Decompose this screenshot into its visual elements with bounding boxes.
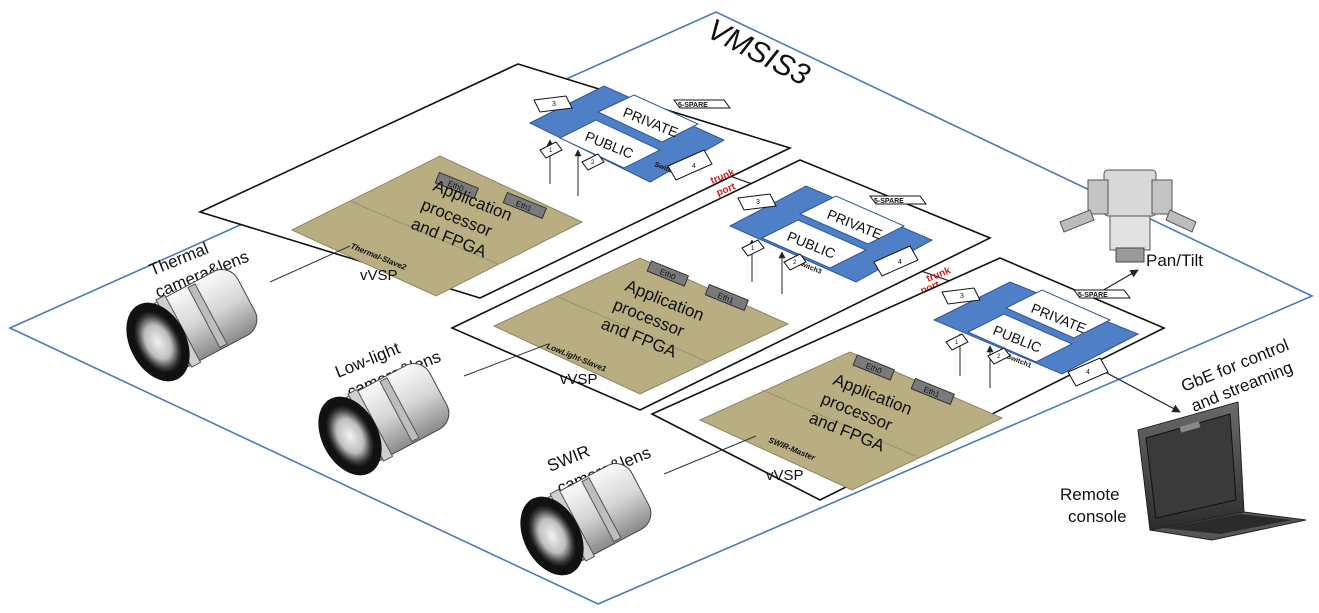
svg-text:4: 4 [692, 163, 696, 170]
svg-text:3: 3 [960, 293, 964, 300]
svg-text:4: 4 [1086, 369, 1090, 376]
svg-text:4: 4 [898, 259, 902, 266]
remote-console-line-2: console [1068, 507, 1127, 526]
camera-cable [270, 246, 350, 282]
board-label: vVSP [766, 467, 804, 484]
remote-console-line-1: Remote [1060, 485, 1120, 504]
svg-text:5-SPARE: 5-SPARE [678, 102, 708, 109]
system-title: VMSIS3 [702, 13, 815, 93]
svg-text:3: 3 [756, 199, 760, 206]
board-label: vVSP [560, 371, 598, 388]
pan-tilt-label: Pan/Tilt [1146, 251, 1203, 270]
svg-text:5-SPARE: 5-SPARE [874, 198, 904, 205]
pan-tilt-icon [1060, 170, 1196, 262]
svg-text:3: 3 [552, 101, 556, 108]
laptop-icon [1138, 402, 1306, 540]
board-label: vVSP [360, 267, 398, 284]
svg-text:5-SPARE: 5-SPARE [1078, 292, 1108, 299]
